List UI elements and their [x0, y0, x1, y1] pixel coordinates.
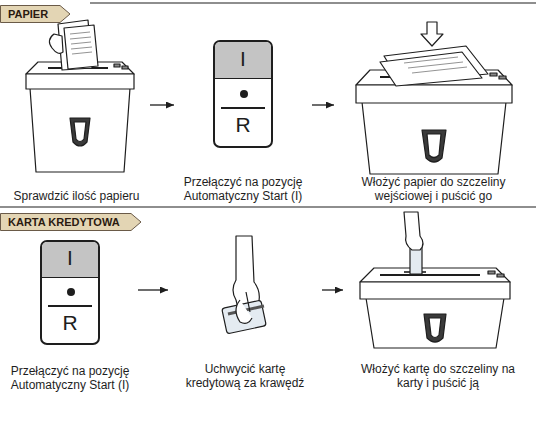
shredder-paper-check-part	[26, 74, 134, 89]
step-caption: Uchwycić kartę kredytową za krawędź	[181, 362, 309, 390]
shredder-paper-insert-part-part	[408, 62, 463, 68]
switch-line	[48, 305, 92, 307]
hand-with-card	[222, 236, 267, 334]
step-caption: Przełączyć na pozycję Automatyczny Start…	[5, 364, 135, 392]
hand-with-card-part	[222, 300, 267, 334]
switch-line	[221, 107, 265, 109]
rules	[0, 3, 536, 207]
shredder-paper-insert-part	[356, 85, 512, 103]
step-arrow	[312, 104, 334, 105]
shredder-paper-check-part	[30, 88, 130, 172]
shredder-paper-check-part-part	[70, 37, 91, 39]
shredder-card-insert	[360, 212, 510, 348]
switch-label: I	[215, 47, 271, 71]
switch-label: R	[42, 311, 98, 335]
switch-label: I	[42, 246, 98, 270]
section-banner: KARTA KREDYTOWA	[0, 213, 142, 231]
shredder-paper-insert-part	[427, 134, 441, 158]
section-title: KARTA KREDYTOWA	[8, 213, 120, 231]
shredder-paper-check-part-part	[71, 47, 92, 49]
shredder-paper-insert	[356, 22, 512, 174]
shredder-paper-insert-part	[422, 130, 446, 162]
shredder-paper-insert-part	[404, 57, 467, 73]
step-caption: Włożyć papier do szczeliny wejściowej i …	[351, 175, 516, 203]
shredder-card-insert-part	[360, 282, 510, 299]
shredder-card-insert-part	[424, 314, 446, 342]
shredder-paper-check-part-part	[70, 32, 90, 34]
shredder-paper-insert-part	[499, 76, 506, 79]
shredder-paper-check-part	[114, 64, 120, 67]
step-caption: Włożyć kartę do szczeliny na karty i puś…	[358, 362, 518, 390]
switch-icon: IR	[40, 240, 100, 345]
step-arrow	[150, 104, 174, 105]
shredder-card-insert-part	[380, 274, 480, 276]
switch-label: R	[215, 113, 271, 137]
shredder-card-insert-part	[497, 274, 504, 277]
shredder-paper-check-part	[74, 122, 86, 142]
step-box: Włożyć papier do szczeliny wejściowej i …	[336, 18, 531, 205]
rules-part	[0, 206, 536, 207]
shredder-card-insert-part	[366, 298, 504, 348]
banner-shape	[1, 6, 71, 23]
switch-step: IRPrzełączyć na pozycję Automatyczny Sta…	[4, 236, 136, 394]
shredder-paper-insert-part	[380, 52, 482, 86]
rules-part	[90, 2, 536, 3]
hand-with-card-part	[246, 292, 250, 312]
step-box: Włożyć kartę do szczeliny na karty i puś…	[345, 232, 531, 392]
switch-dot	[67, 288, 75, 296]
shredder-paper-check-part	[70, 32, 92, 54]
step-caption: Przełączyć na pozycję Automatyczny Start…	[177, 175, 309, 203]
shredder-card-insert-part	[488, 271, 495, 274]
switch-step: IRPrzełączyć na pozycję Automatyczny Sta…	[176, 36, 310, 205]
shredder-card-insert-part	[429, 318, 441, 338]
shredder-paper-check	[26, 20, 134, 172]
switch-icon: IR	[213, 40, 273, 148]
shredder-card-insert-part	[404, 212, 423, 250]
step-box: Sprawdzić ilość papieru	[5, 25, 148, 205]
step-box: Uchwycić kartę kredytową za krawędź	[170, 232, 320, 392]
shredder-paper-check-part	[49, 34, 63, 53]
shredder-paper-insert-part-part	[412, 67, 467, 73]
shredder-card-insert-part	[360, 268, 510, 282]
shredder-paper-insert-part-part	[404, 57, 458, 63]
section-title: PAPIER	[8, 5, 48, 23]
shredder-paper-check-part-part	[71, 42, 91, 44]
shredder-paper-insert-part	[362, 102, 506, 174]
switch-dot	[240, 90, 248, 98]
step-caption: Sprawdzić ilość papieru	[6, 189, 147, 203]
shredder-paper-insert-part	[421, 22, 443, 46]
shredder-paper-check-part	[122, 66, 128, 69]
shredder-paper-check-part	[70, 118, 90, 146]
shredder-paper-check-part	[64, 25, 98, 69]
banner-shape	[1, 214, 142, 231]
step-arrow	[322, 289, 343, 290]
shredder-paper-insert-part	[490, 73, 497, 76]
shredder-paper-check-part-part	[72, 52, 92, 54]
section-banner: PAPIER	[0, 5, 71, 23]
step-arrow	[138, 289, 168, 290]
